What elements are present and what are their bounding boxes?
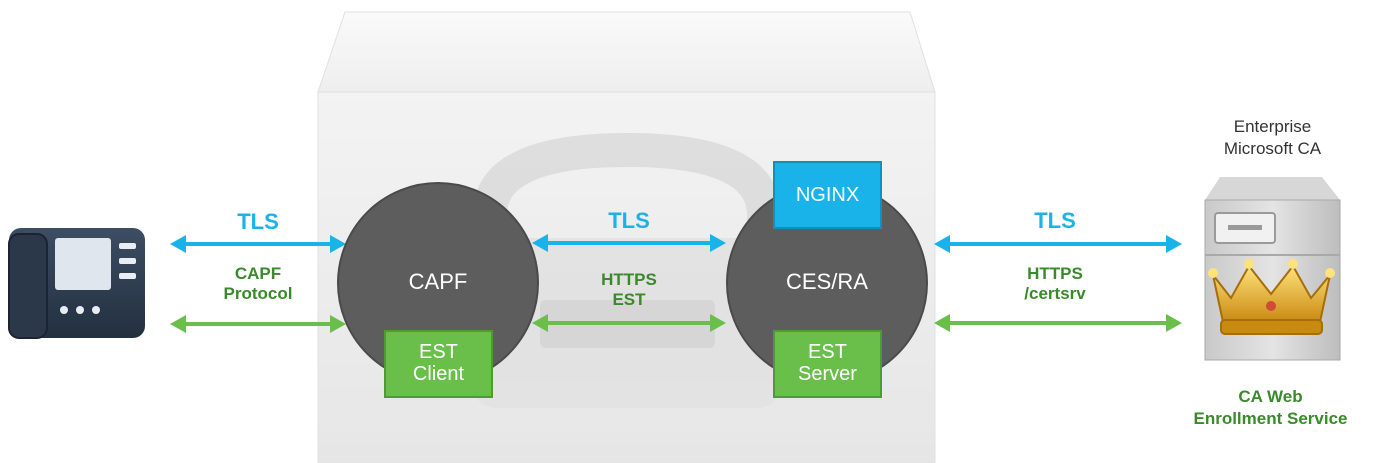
https-est-label: HTTPS EST [601, 270, 657, 309]
ip-phone-icon [8, 228, 145, 339]
protocol-arrow-capf-cesra [532, 314, 726, 332]
est-server-label: EST Server [798, 341, 857, 385]
tls-arrow-phone-capf [170, 235, 346, 253]
ca-web-enrollment-label: CA Web Enrollment Service [1193, 387, 1348, 428]
https-certsrv-label: HTTPS /certsrv [1024, 264, 1086, 303]
connection-arrows [170, 234, 1182, 333]
tls-label-middle: TLS [608, 208, 650, 233]
tls-label-left: TLS [237, 209, 279, 234]
tls-arrow-capf-cesra [532, 234, 726, 252]
protocol-arrow-cesra-ca [934, 314, 1182, 332]
capf-protocol-label: CAPF Protocol [223, 264, 293, 303]
nginx-label: NGINX [795, 184, 860, 206]
capf-label: CAPF [408, 269, 468, 294]
nginx-box [773, 161, 882, 229]
est-client-label: EST Client [412, 341, 465, 385]
est-client-box [384, 330, 493, 398]
protocol-arrow-phone-capf [170, 315, 346, 333]
tls-label-right: TLS [1034, 208, 1076, 233]
enterprise-ca-title: Enterprise Microsoft CA [1223, 117, 1322, 158]
cesra-label: CES/RA [786, 269, 868, 294]
crown-icon [1208, 259, 1335, 335]
tls-arrow-cesra-ca [934, 235, 1182, 253]
est-server-box [773, 330, 882, 398]
